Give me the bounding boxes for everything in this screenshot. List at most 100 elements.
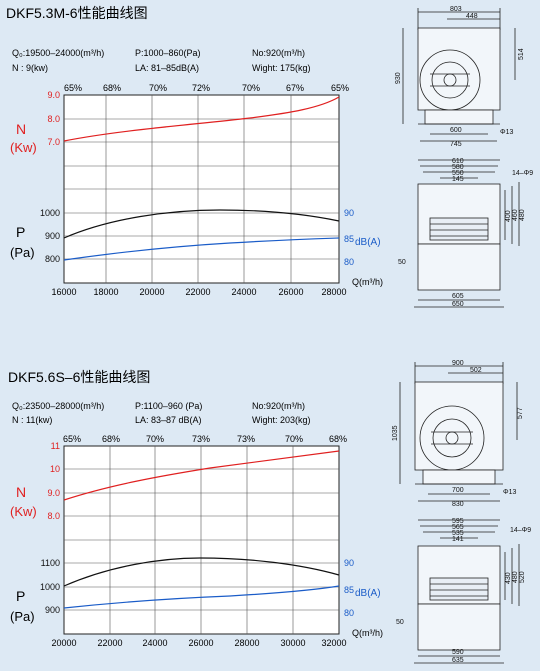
fan-support-side bbox=[417, 243, 501, 291]
flow-tick: 18000 bbox=[93, 287, 118, 297]
noise-tick: 85 bbox=[344, 585, 354, 595]
dim-flange: 50 bbox=[396, 619, 404, 626]
pressure-axis-label: P bbox=[16, 224, 25, 240]
noise-tick: 85 bbox=[344, 234, 354, 244]
flow-tick: 22000 bbox=[185, 287, 210, 297]
efficiency-label: 72% bbox=[192, 83, 210, 93]
dim-height: 930 bbox=[395, 72, 402, 84]
fan-support-side bbox=[417, 603, 501, 651]
chart-1-title: DKF5.3M-6性能曲线图 bbox=[6, 5, 148, 21]
spec-power: N : 11(kw) bbox=[12, 415, 52, 425]
efficiency-labels-1: 65% 68% 70% 72% 70% 67% 65% bbox=[64, 83, 349, 93]
dim-bottom-1: 605 bbox=[452, 293, 464, 300]
noise-tick: 80 bbox=[344, 257, 354, 267]
dim-right-height: 514 bbox=[518, 48, 525, 60]
chart-2-specs: Q₀:23500–28000(m³/h) P:1100–960 (Pa) No:… bbox=[12, 401, 311, 425]
power-curve bbox=[63, 450, 340, 501]
dim-side-v3: 520 bbox=[519, 571, 526, 583]
pressure-axis-2: 1100 1000 900 bbox=[40, 558, 60, 615]
dim-side-2: 580 bbox=[452, 164, 464, 171]
efficiency-label: 65% bbox=[331, 83, 349, 93]
efficiency-label: 67% bbox=[286, 83, 304, 93]
spec-power: N : 9(kw) bbox=[12, 63, 48, 73]
noise-tick: 90 bbox=[344, 208, 354, 218]
dim-bolt: 14–Φ9 bbox=[512, 170, 533, 177]
efficiency-label: 73% bbox=[192, 434, 210, 444]
fan-impeller-side bbox=[429, 577, 489, 601]
spec-speed: No:920(m³/h) bbox=[252, 401, 305, 411]
efficiency-label: 70% bbox=[242, 83, 260, 93]
efficiency-labels-2: 65% 68% 70% 73% 73% 70% 68% bbox=[63, 434, 347, 444]
power-tick: 7.0 bbox=[47, 137, 60, 147]
flow-axis-2: 20000 22000 24000 26000 28000 30000 3200… bbox=[51, 638, 346, 648]
spec-pressure-range: P:1100–960 (Pa) bbox=[135, 401, 202, 411]
spec-noise: LA: 83–87 dB(A) bbox=[135, 415, 202, 425]
pressure-axis-unit: (Pa) bbox=[10, 609, 35, 624]
pressure-curve bbox=[63, 209, 340, 239]
pressure-axis-label: P bbox=[16, 588, 25, 604]
flow-tick: 24000 bbox=[142, 638, 167, 648]
noise-axis-2: 90 85 80 bbox=[344, 558, 354, 618]
pressure-tick: 1100 bbox=[41, 558, 60, 568]
flow-tick: 26000 bbox=[188, 638, 213, 648]
dim-bottom-2: 650 bbox=[452, 301, 464, 308]
dim-top-width: 803 bbox=[450, 6, 462, 13]
pressure-axis-1: 1000 900 800 bbox=[40, 208, 60, 264]
spec-weight: Wight: 175(kg) bbox=[252, 63, 311, 73]
fan-inlet bbox=[431, 61, 469, 99]
dim-flange: 50 bbox=[398, 259, 406, 266]
noise-axis-label: dB(A) bbox=[355, 588, 381, 599]
pressure-tick: 900 bbox=[45, 231, 60, 241]
efficiency-label: 70% bbox=[146, 434, 164, 444]
spec-pressure-range: P:1000–860(Pa) bbox=[135, 48, 201, 58]
power-axis-unit: (Kw) bbox=[10, 504, 37, 519]
power-tick: 9.0 bbox=[47, 90, 60, 100]
dim-base-outer: 830 bbox=[452, 501, 464, 508]
dim-side-4: 145 bbox=[452, 176, 464, 183]
power-tick: 9.0 bbox=[47, 488, 60, 498]
efficiency-label: 68% bbox=[102, 434, 120, 444]
spec-flow-range: Q₀:23500–28000(m³/h) bbox=[12, 401, 104, 411]
flow-tick: 24000 bbox=[231, 287, 256, 297]
power-axis-label: N bbox=[16, 121, 26, 137]
dim-bolt: 14–Φ9 bbox=[510, 527, 531, 534]
dim-hole: Φ13 bbox=[503, 489, 516, 496]
fan-base-front bbox=[422, 469, 496, 485]
power-axis-1: 9.0 8.0 7.0 bbox=[47, 90, 60, 147]
power-tick: 8.0 bbox=[47, 114, 60, 124]
grid-lines bbox=[64, 446, 339, 634]
dim-base-outer: 745 bbox=[450, 141, 462, 148]
performance-chart-2: DKF5.6S–6性能曲线图 Q₀:23500–28000(m³/h) P:11… bbox=[8, 369, 383, 648]
efficiency-label: 68% bbox=[103, 83, 121, 93]
pressure-tick: 800 bbox=[45, 254, 60, 264]
efficiency-label: 70% bbox=[149, 83, 167, 93]
chart-1-specs: Q₀:19500–24000(m³/h) P:1000–860(Pa) No:9… bbox=[12, 48, 311, 73]
spec-flow-range: Q₀:19500–24000(m³/h) bbox=[12, 48, 104, 58]
power-tick: 11 bbox=[51, 441, 60, 451]
performance-chart-1: DKF5.3M-6性能曲线图 Q₀:19500–24000(m³/h) P:10… bbox=[6, 5, 383, 297]
dim-side-v2: 460 bbox=[512, 209, 519, 221]
dim-bottom-1: 590 bbox=[452, 649, 464, 656]
flow-tick: 20000 bbox=[51, 638, 76, 648]
power-tick: 10 bbox=[50, 464, 60, 474]
fan-inlet bbox=[432, 418, 472, 458]
noise-axis-label: dB(A) bbox=[355, 237, 381, 248]
dim-base-inner: 700 bbox=[452, 487, 464, 494]
dim-side-4: 141 bbox=[452, 536, 464, 543]
fan-impeller-side bbox=[429, 217, 489, 241]
dim-bottom-2: 635 bbox=[452, 657, 464, 664]
flow-tick: 26000 bbox=[278, 287, 303, 297]
pressure-tick: 1000 bbox=[40, 208, 60, 218]
chart-2-title: DKF5.6S–6性能曲线图 bbox=[8, 369, 150, 385]
efficiency-label: 70% bbox=[285, 434, 303, 444]
spec-speed: No:920(m³/h) bbox=[252, 48, 305, 58]
flow-axis-1: 16000 18000 20000 22000 24000 26000 2800… bbox=[51, 287, 346, 297]
flow-tick: 28000 bbox=[321, 287, 346, 297]
plot-area-2 bbox=[63, 445, 340, 635]
efficiency-label: 68% bbox=[329, 434, 347, 444]
noise-axis-1: 90 85 80 bbox=[344, 208, 354, 267]
fan-housing-front bbox=[417, 27, 501, 111]
dim-side-1: 595 bbox=[452, 518, 464, 525]
fan-drawing-1: 803 448 930 514 600 745 Φ13 610 580 550 … bbox=[395, 6, 533, 308]
